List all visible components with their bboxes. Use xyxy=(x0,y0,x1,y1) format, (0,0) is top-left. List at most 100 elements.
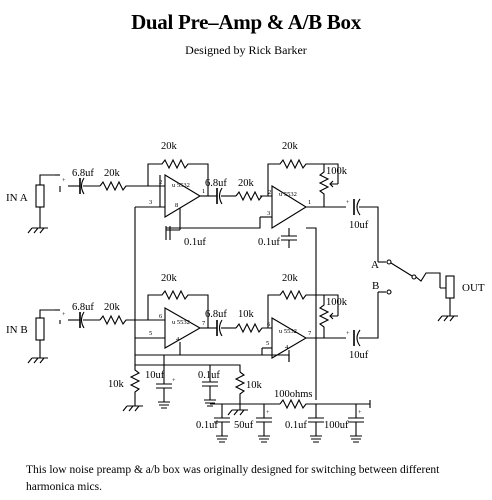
input-b-jack xyxy=(27,309,55,364)
mid-b-resistor xyxy=(235,322,272,334)
opamp-a2-part: u 5532 xyxy=(279,191,297,198)
opamp-b2 xyxy=(262,294,324,362)
coupling-b-capacitor xyxy=(208,319,236,337)
supply-c2-label: 50uf xyxy=(234,420,254,431)
diagram-subtitle: Designed by Rick Barker xyxy=(185,43,307,57)
svg-text:+: + xyxy=(346,199,350,206)
svg-text:+: + xyxy=(346,330,350,337)
schematic-diagram: IN A + 6.8uf 20k u 5532 2 3 1 8 20k 6.8u… xyxy=(6,141,485,443)
feedback-b1-label: 20k xyxy=(161,273,178,284)
mid-b-label: 10k xyxy=(238,309,255,320)
feedback-a1-label: 20k xyxy=(161,141,178,152)
pin-label: 1 xyxy=(308,199,311,206)
supply-c-left: + xyxy=(156,355,176,409)
pin-label: 7 xyxy=(308,330,312,337)
wire xyxy=(135,348,263,356)
diagram-caption: This low noise preamp & a/b box was orig… xyxy=(26,464,440,493)
coupling-b-label: 6.8uf xyxy=(205,309,227,320)
output-a-capacitor: + xyxy=(324,198,379,262)
switch-b-label: B xyxy=(372,280,379,292)
pot-a-label: 100k xyxy=(326,166,348,177)
svg-text:+: + xyxy=(172,377,176,384)
output-a-cap-label: 10uf xyxy=(349,220,369,231)
output-jack xyxy=(437,275,459,322)
pot-b xyxy=(318,294,339,338)
supply-r-mid-label: 10k xyxy=(246,380,263,391)
supply-c1-label: 0.1uf xyxy=(196,420,218,431)
supply-r-series xyxy=(279,398,371,410)
feedback-a2-label: 20k xyxy=(282,141,299,152)
svg-text:+: + xyxy=(266,409,270,416)
svg-text:+: + xyxy=(358,409,362,416)
feedback-a2-resistor xyxy=(270,158,324,170)
input-a-resistor xyxy=(99,180,148,192)
output-b-cap-label: 10uf xyxy=(349,350,369,361)
pin-label: 1 xyxy=(202,188,205,195)
pot-a xyxy=(318,163,339,207)
input-b-resistor xyxy=(99,314,148,326)
supply-r-left-label: 10k xyxy=(108,379,125,390)
input-a-jack xyxy=(27,174,55,234)
output-b-capacitor: + xyxy=(324,292,379,347)
input-a-label: IN A xyxy=(6,192,28,204)
diagram-title: Dual Pre–Amp & A/B Box xyxy=(131,10,361,34)
supply-r-series-label: 100ohms xyxy=(274,389,313,400)
feedback-b1-resistor xyxy=(150,289,209,328)
switch-a-label: A xyxy=(371,259,379,271)
pin-label: 8 xyxy=(175,202,178,209)
supply-c4: + xyxy=(348,404,364,443)
input-b-cap-label: 6.8uf xyxy=(72,302,94,313)
pin-label: 4 xyxy=(176,336,180,343)
bypass-a2-label: 0.1uf xyxy=(258,237,280,248)
mid-a-resistor xyxy=(235,190,272,202)
input-b-capacitor: + xyxy=(59,311,100,329)
supply-r-mid xyxy=(227,371,249,416)
input-a-res-label: 20k xyxy=(104,168,121,179)
mid-a-label: 20k xyxy=(238,178,255,189)
pin-label: 3 xyxy=(267,210,270,217)
bypass-a2-capacitor xyxy=(281,228,297,248)
input-b-res-label: 20k xyxy=(104,302,121,313)
ab-switch xyxy=(378,259,441,295)
bypass-a1-label: 0.1uf xyxy=(184,237,206,248)
feedback-b2-resistor xyxy=(270,289,324,301)
pin-label: 3 xyxy=(149,199,152,206)
supply-c1 xyxy=(214,404,230,443)
supply-r-left xyxy=(122,365,144,412)
pin-label: 4 xyxy=(285,344,289,351)
pot-b-label: 100k xyxy=(326,297,348,308)
pin-label: 5 xyxy=(149,330,152,337)
feedback-a1-resistor xyxy=(150,158,209,196)
pin-label: 2 xyxy=(268,189,271,196)
pin-label: 6 xyxy=(267,321,271,328)
opamp-a2 xyxy=(260,163,324,229)
supply-c-mid xyxy=(202,365,218,407)
supply-c3-label: 0.1uf xyxy=(285,420,307,431)
pin-label: 2 xyxy=(159,179,162,186)
wire xyxy=(166,217,261,229)
supply-c3 xyxy=(308,404,324,443)
supply-c-mid-label: 0.1uf xyxy=(198,370,220,381)
wire xyxy=(306,227,317,400)
supply-c4-label: 100uf xyxy=(324,420,349,431)
supply-c-left-label: 10uf xyxy=(145,370,165,381)
supply-c2: + xyxy=(256,404,272,443)
svg-text:+: + xyxy=(62,311,66,318)
wire xyxy=(135,364,241,372)
output-label: OUT xyxy=(462,282,485,294)
wire xyxy=(180,354,290,362)
svg-text:+: + xyxy=(62,177,66,184)
coupling-a-label: 6.8uf xyxy=(205,178,227,189)
opamp-a1 xyxy=(135,163,208,230)
opamp-b2-part: u 5532 xyxy=(279,328,297,335)
coupling-a-capacitor xyxy=(208,187,236,205)
opamp-b1-part: u 5532 xyxy=(172,319,190,326)
input-a-cap-label: 6.8uf xyxy=(72,168,94,179)
input-b-label: IN B xyxy=(6,324,28,336)
opamp-b1 xyxy=(135,294,208,355)
feedback-b2-label: 20k xyxy=(282,273,299,284)
wire xyxy=(135,175,161,208)
pin-label: 6 xyxy=(159,313,163,320)
input-a-capacitor: + xyxy=(59,177,100,195)
opamp-a1-part: u 5532 xyxy=(172,182,190,189)
